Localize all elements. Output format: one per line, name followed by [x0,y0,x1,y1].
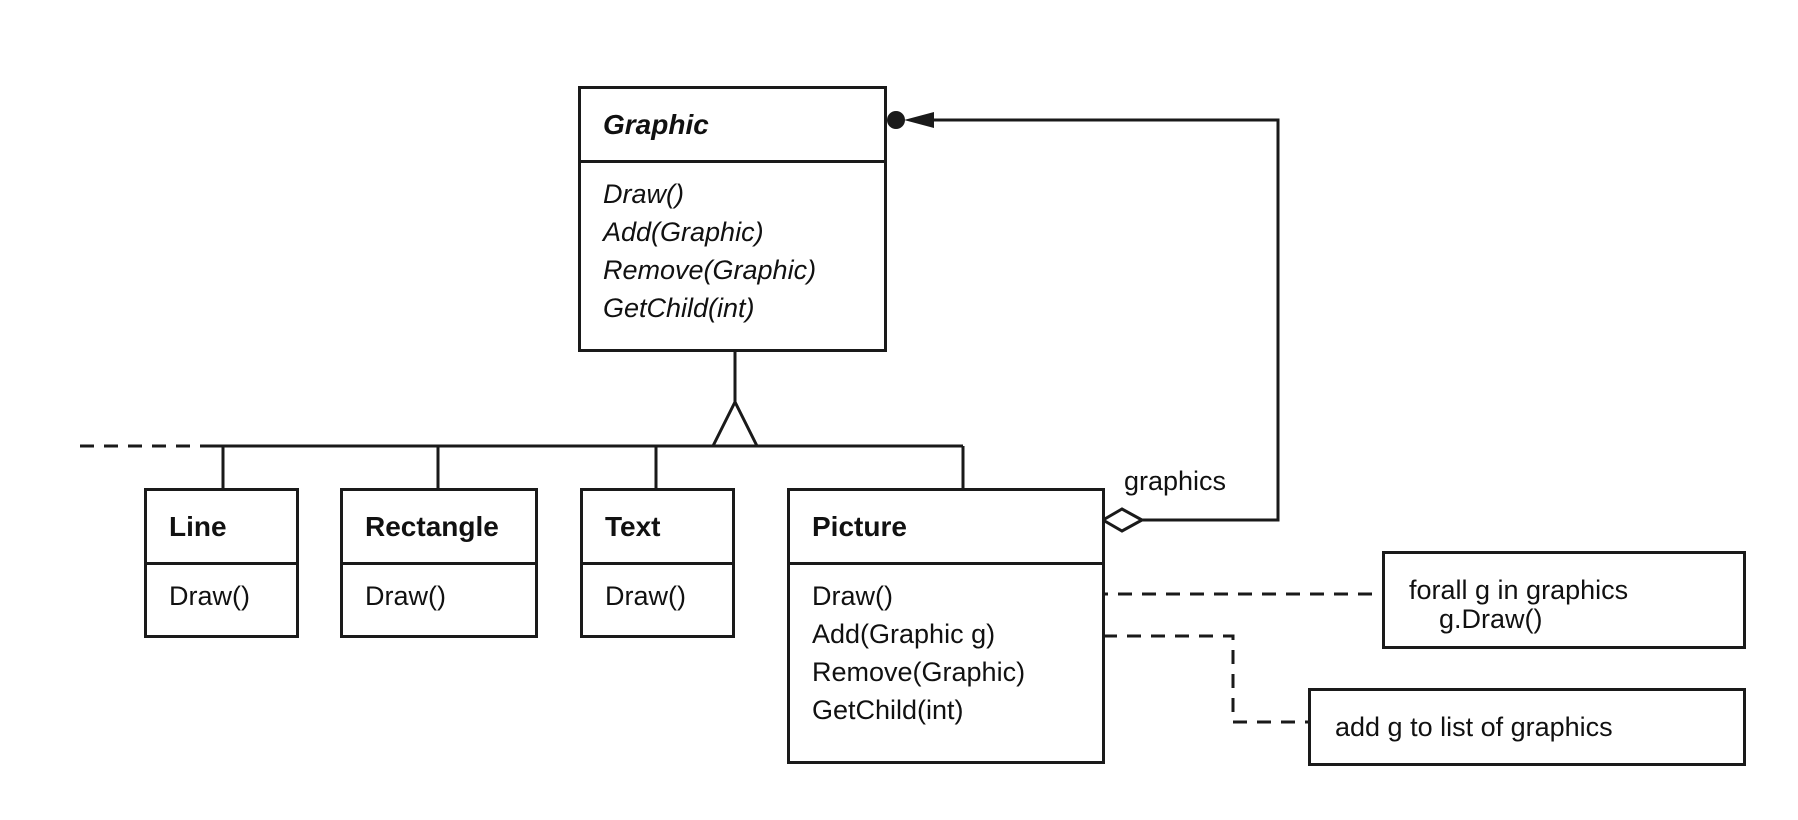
operation: Remove(Graphic) [603,255,817,285]
operation: Draw() [365,581,446,611]
class-picture-name: Picture [790,491,1102,565]
class-rectangle: Rectangle Draw() [340,488,538,638]
note-add-implementation: add g to list of graphics [1308,688,1746,766]
operation: Add(Graphic g) [812,619,996,649]
class-rectangle-operations: Draw() [343,565,535,615]
operation: Draw() [812,581,893,611]
class-line: Line Draw() [144,488,299,638]
class-graphic: Graphic Draw() Add(Graphic) Remove(Graph… [578,86,887,352]
class-line-operations: Draw() [147,565,296,615]
operation: Draw() [605,581,686,611]
note-text-line: g.Draw() [1409,604,1543,634]
class-line-name: Line [147,491,296,565]
operation: Add(Graphic) [603,217,764,247]
class-picture: Picture Draw() Add(Graphic g) Remove(Gra… [787,488,1105,764]
class-graphic-name: Graphic [581,89,884,163]
note-text-line: forall g in graphics [1409,575,1629,605]
operation: GetChild(int) [603,293,755,323]
aggregation-arrowhead [904,112,934,128]
class-picture-operations: Draw() Add(Graphic g) Remove(Graphic) Ge… [790,565,1102,729]
aggregation-role-label: graphics [1124,466,1227,496]
operation: Remove(Graphic) [812,657,1026,687]
operation: Draw() [169,581,250,611]
note-draw-implementation: forall g in graphics g.Draw() [1382,551,1746,649]
inheritance-triangle [710,398,760,448]
class-rectangle-name: Rectangle [343,491,535,565]
aggregation-line [926,118,1280,522]
class-graphic-operations: Draw() Add(Graphic) Remove(Graphic) GetC… [581,163,884,327]
note-text-line: add g to list of graphics [1335,712,1613,742]
operation: Draw() [603,179,684,209]
operation: GetChild(int) [812,695,964,725]
aggregation-diamond [1100,507,1146,533]
class-text: Text Draw() [580,488,735,638]
multiplicity-dot [887,111,905,129]
class-text-name: Text [583,491,732,565]
add-note-connector [1079,634,1308,724]
class-text-operations: Draw() [583,565,732,615]
